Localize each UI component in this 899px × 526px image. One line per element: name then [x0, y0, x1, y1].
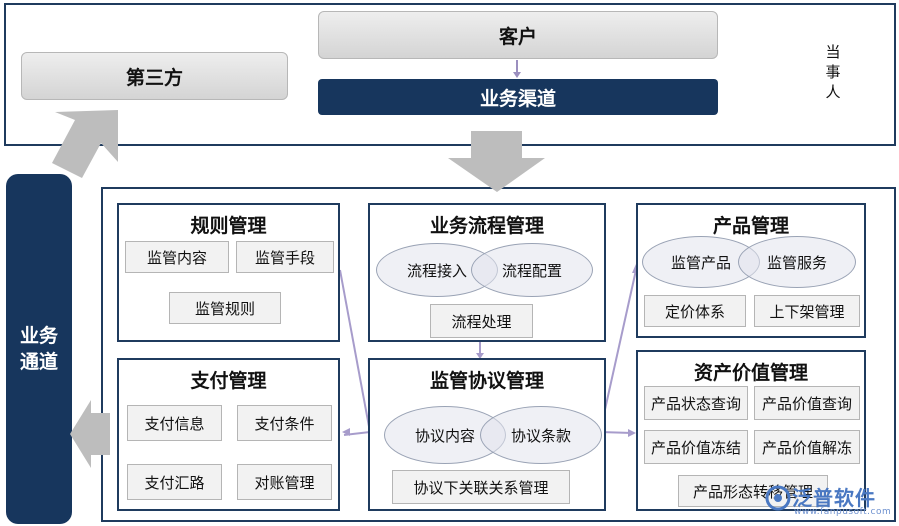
asset-item-value-query: 产品价值查询	[754, 386, 860, 420]
customer-box: 客户	[318, 11, 718, 59]
business-channel-vertical-bar: 业务通道	[6, 174, 72, 524]
business-channel-vertical-label: 业务通道	[19, 325, 58, 373]
business-channel-label: 业务渠道	[479, 87, 556, 110]
module-process: 业务流程管理 流程接入 流程配置 流程处理	[368, 203, 606, 342]
payment-item-reconcile: 对账管理	[237, 464, 332, 500]
process-circle-config: 流程配置	[471, 243, 593, 297]
module-asset-title: 资产价值管理	[693, 362, 808, 384]
rules-item-content: 监管内容	[125, 241, 229, 273]
rules-item-means: 监管手段	[236, 241, 334, 273]
arrow-to-third-party	[52, 110, 118, 178]
module-asset: 资产价值管理 产品状态查询 产品价值查询 产品价值冻结 产品价值解冻 产品形态转…	[636, 350, 866, 511]
module-product-title: 产品管理	[712, 215, 789, 237]
watermark-logo-icon	[765, 485, 791, 511]
business-channel-bar: 业务渠道	[318, 79, 718, 115]
asset-item-value-unfreeze: 产品价值解冻	[754, 430, 860, 464]
watermark-url: www.fanpusoft.com	[794, 507, 892, 517]
customer-label: 客户	[498, 25, 537, 48]
party-label: 当事人	[822, 42, 844, 102]
party-label-text: 当事人	[825, 43, 841, 101]
module-rules-title: 规则管理	[190, 215, 267, 237]
payment-item-info: 支付信息	[127, 405, 222, 441]
module-process-title: 业务流程管理	[429, 215, 544, 237]
module-payment: 支付管理 支付信息 支付条件 支付汇路 对账管理	[117, 358, 340, 511]
third-party-label: 第三方	[125, 66, 183, 89]
module-payment-title: 支付管理	[190, 370, 267, 392]
agreement-circle-clauses: 协议条款	[480, 406, 602, 464]
asset-item-status-query: 产品状态查询	[644, 386, 748, 420]
arrow-left-bar	[70, 400, 110, 468]
module-rules: 规则管理 监管内容 监管手段 监管规则	[117, 203, 340, 342]
product-item-listing: 上下架管理	[754, 295, 860, 327]
module-product: 产品管理 监管产品 监管服务 定价体系 上下架管理	[636, 203, 866, 338]
connector-agreement-product	[599, 269, 637, 433]
module-agreement: 监管协议管理 协议内容 协议条款 协议下关联关系管理	[368, 358, 606, 511]
third-party-box: 第三方	[21, 52, 288, 100]
module-agreement-title: 监管协议管理	[429, 370, 544, 392]
payment-item-route: 支付汇路	[127, 464, 222, 500]
connector-rules-agreement	[339, 269, 371, 433]
process-item-handle: 流程处理	[430, 304, 533, 338]
product-circle-services: 监管服务	[738, 236, 856, 288]
watermark-brand: 泛普软件	[792, 486, 876, 510]
product-item-pricing: 定价体系	[644, 295, 746, 327]
asset-item-value-freeze: 产品价值冻结	[644, 430, 748, 464]
arrow-down-main	[448, 131, 545, 192]
rules-item-rules: 监管规则	[169, 292, 281, 324]
payment-item-conditions: 支付条件	[237, 405, 332, 441]
agreement-item-relations: 协议下关联关系管理	[392, 470, 570, 504]
